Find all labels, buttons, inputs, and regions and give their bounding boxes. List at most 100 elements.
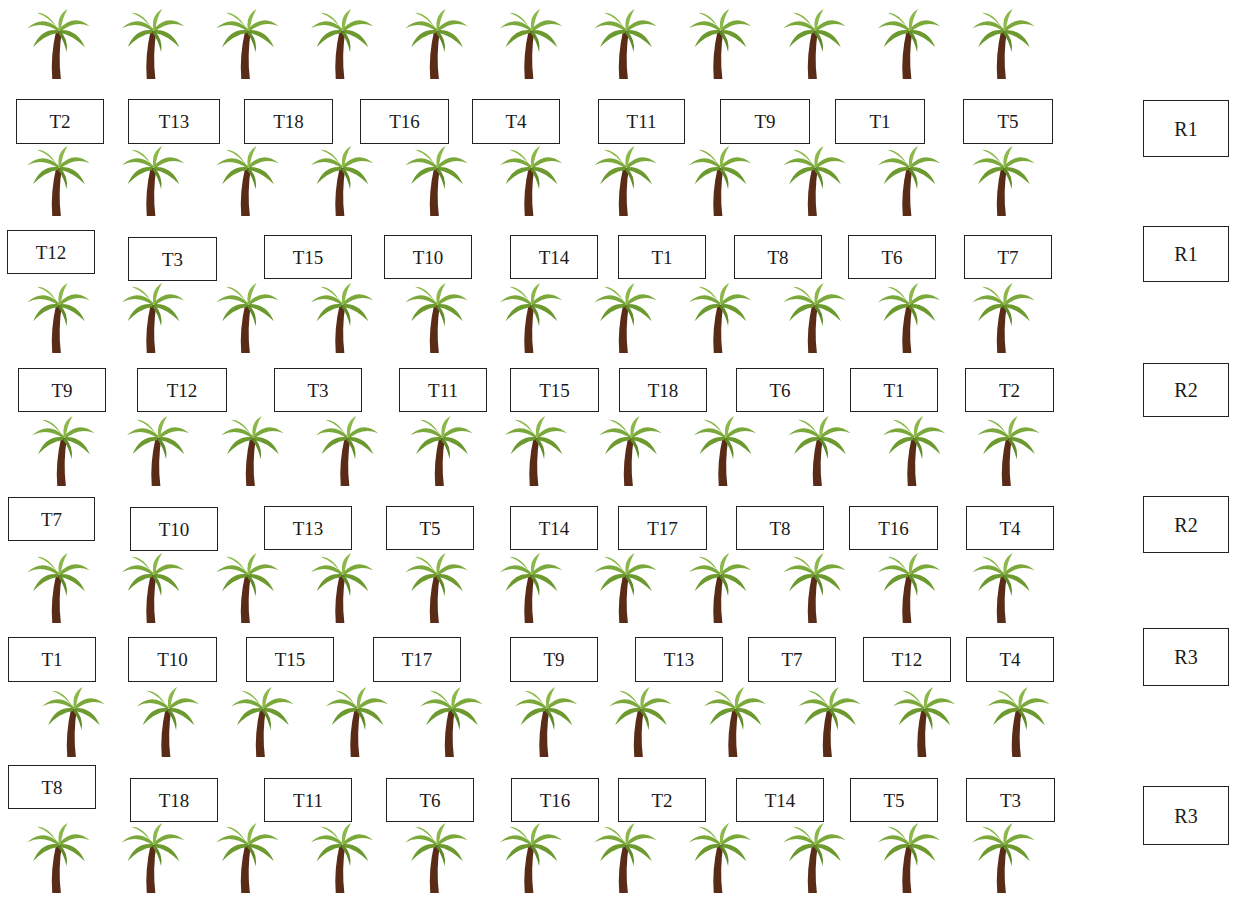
treatment-code: T4 (999, 650, 1020, 669)
treatment-code: T9 (543, 650, 564, 669)
treatment-code: T17 (402, 650, 433, 669)
treatment-box: T6 (848, 235, 936, 279)
palm-tree (694, 416, 756, 486)
treatment-box: T12 (7, 230, 95, 274)
treatment-code: R1 (1174, 119, 1197, 139)
treatment-code: T7 (41, 510, 62, 529)
treatment-box: T15 (264, 235, 352, 279)
treatment-box: T8 (8, 765, 96, 809)
palm-tree (122, 553, 184, 623)
treatment-box: T16 (849, 506, 938, 550)
treatment-code: T7 (997, 248, 1018, 267)
treatment-code: T11 (627, 112, 657, 131)
treatment-code: T12 (36, 243, 67, 262)
palm-tree (783, 553, 845, 623)
treatment-code: T5 (883, 791, 904, 810)
treatment-box: T16 (511, 778, 599, 822)
replicate-label: R3 (1143, 786, 1229, 845)
treatment-box: T14 (510, 506, 598, 550)
palm-tree (42, 687, 104, 757)
palm-tree (405, 146, 467, 216)
treatment-box: T11 (399, 368, 487, 412)
replicate-label: R1 (1143, 100, 1229, 157)
palm-tree (893, 687, 955, 757)
treatment-code: T2 (651, 791, 672, 810)
treatment-box: T16 (360, 99, 449, 144)
palm-tree (216, 9, 278, 79)
palm-tree (594, 283, 656, 353)
treatment-code: T15 (293, 248, 324, 267)
treatment-code: T10 (413, 248, 444, 267)
palm-tree (216, 553, 278, 623)
palm-tree (326, 687, 388, 757)
treatment-code: T18 (159, 791, 190, 810)
treatment-code: T2 (49, 112, 70, 131)
treatment-box: T7 (964, 235, 1052, 279)
treatment-code: T14 (539, 519, 570, 538)
palm-tree (972, 553, 1034, 623)
treatment-box: T3 (128, 237, 217, 281)
treatment-code: T3 (162, 250, 183, 269)
treatment-box: T9 (510, 637, 598, 682)
treatment-code: T10 (157, 650, 188, 669)
treatment-box: T9 (720, 99, 810, 144)
palm-tree (798, 687, 860, 757)
palm-tree (216, 283, 278, 353)
treatment-box: T2 (618, 778, 706, 822)
palm-tree (704, 687, 766, 757)
treatment-box: T1 (8, 637, 96, 682)
replicate-label: R3 (1143, 628, 1229, 686)
palm-tree (27, 553, 89, 623)
treatment-box: T6 (736, 368, 824, 412)
palm-tree (788, 416, 850, 486)
palm-tree (216, 146, 278, 216)
palm-tree (137, 687, 199, 757)
treatment-code: T1 (883, 381, 904, 400)
treatment-code: T4 (505, 112, 526, 131)
palm-tree (311, 553, 373, 623)
palm-tree (405, 553, 467, 623)
treatment-code: T10 (159, 520, 190, 539)
treatment-code: T2 (999, 381, 1020, 400)
treatment-box: T3 (274, 368, 362, 412)
palm-tree (972, 283, 1034, 353)
treatment-box: T8 (736, 506, 824, 550)
palm-tree (27, 823, 89, 893)
treatment-box: T11 (264, 778, 352, 822)
treatment-box: T17 (618, 506, 707, 550)
treatment-box: T5 (850, 778, 938, 822)
treatment-box: T10 (384, 235, 472, 279)
palm-tree (27, 283, 89, 353)
treatment-code: T16 (389, 112, 420, 131)
treatment-box: T13 (635, 637, 723, 682)
treatment-code: T3 (307, 381, 328, 400)
treatment-box: T1 (618, 235, 706, 279)
treatment-code: T11 (293, 791, 323, 810)
treatment-code: T15 (539, 381, 570, 400)
palm-tree (127, 416, 189, 486)
palm-tree (122, 283, 184, 353)
palm-tree (689, 553, 751, 623)
palm-tree (878, 9, 940, 79)
palm-tree (500, 553, 562, 623)
palm-tree (783, 283, 845, 353)
treatment-code: T18 (273, 112, 304, 131)
treatment-code: T12 (167, 381, 198, 400)
palm-tree (977, 416, 1039, 486)
treatment-box: T18 (244, 99, 333, 144)
treatment-code: T1 (41, 650, 62, 669)
palm-tree (500, 823, 562, 893)
palm-tree (878, 553, 940, 623)
treatment-box: T2 (965, 368, 1054, 412)
treatment-box: T8 (734, 235, 822, 279)
palm-tree (594, 823, 656, 893)
palm-tree (878, 823, 940, 893)
treatment-box: T13 (264, 506, 352, 550)
treatment-box: T15 (510, 368, 599, 412)
palm-tree (783, 823, 845, 893)
treatment-code: T8 (767, 248, 788, 267)
palm-tree (689, 823, 751, 893)
palm-tree (216, 823, 278, 893)
treatment-code: T14 (539, 248, 570, 267)
palm-tree (311, 283, 373, 353)
